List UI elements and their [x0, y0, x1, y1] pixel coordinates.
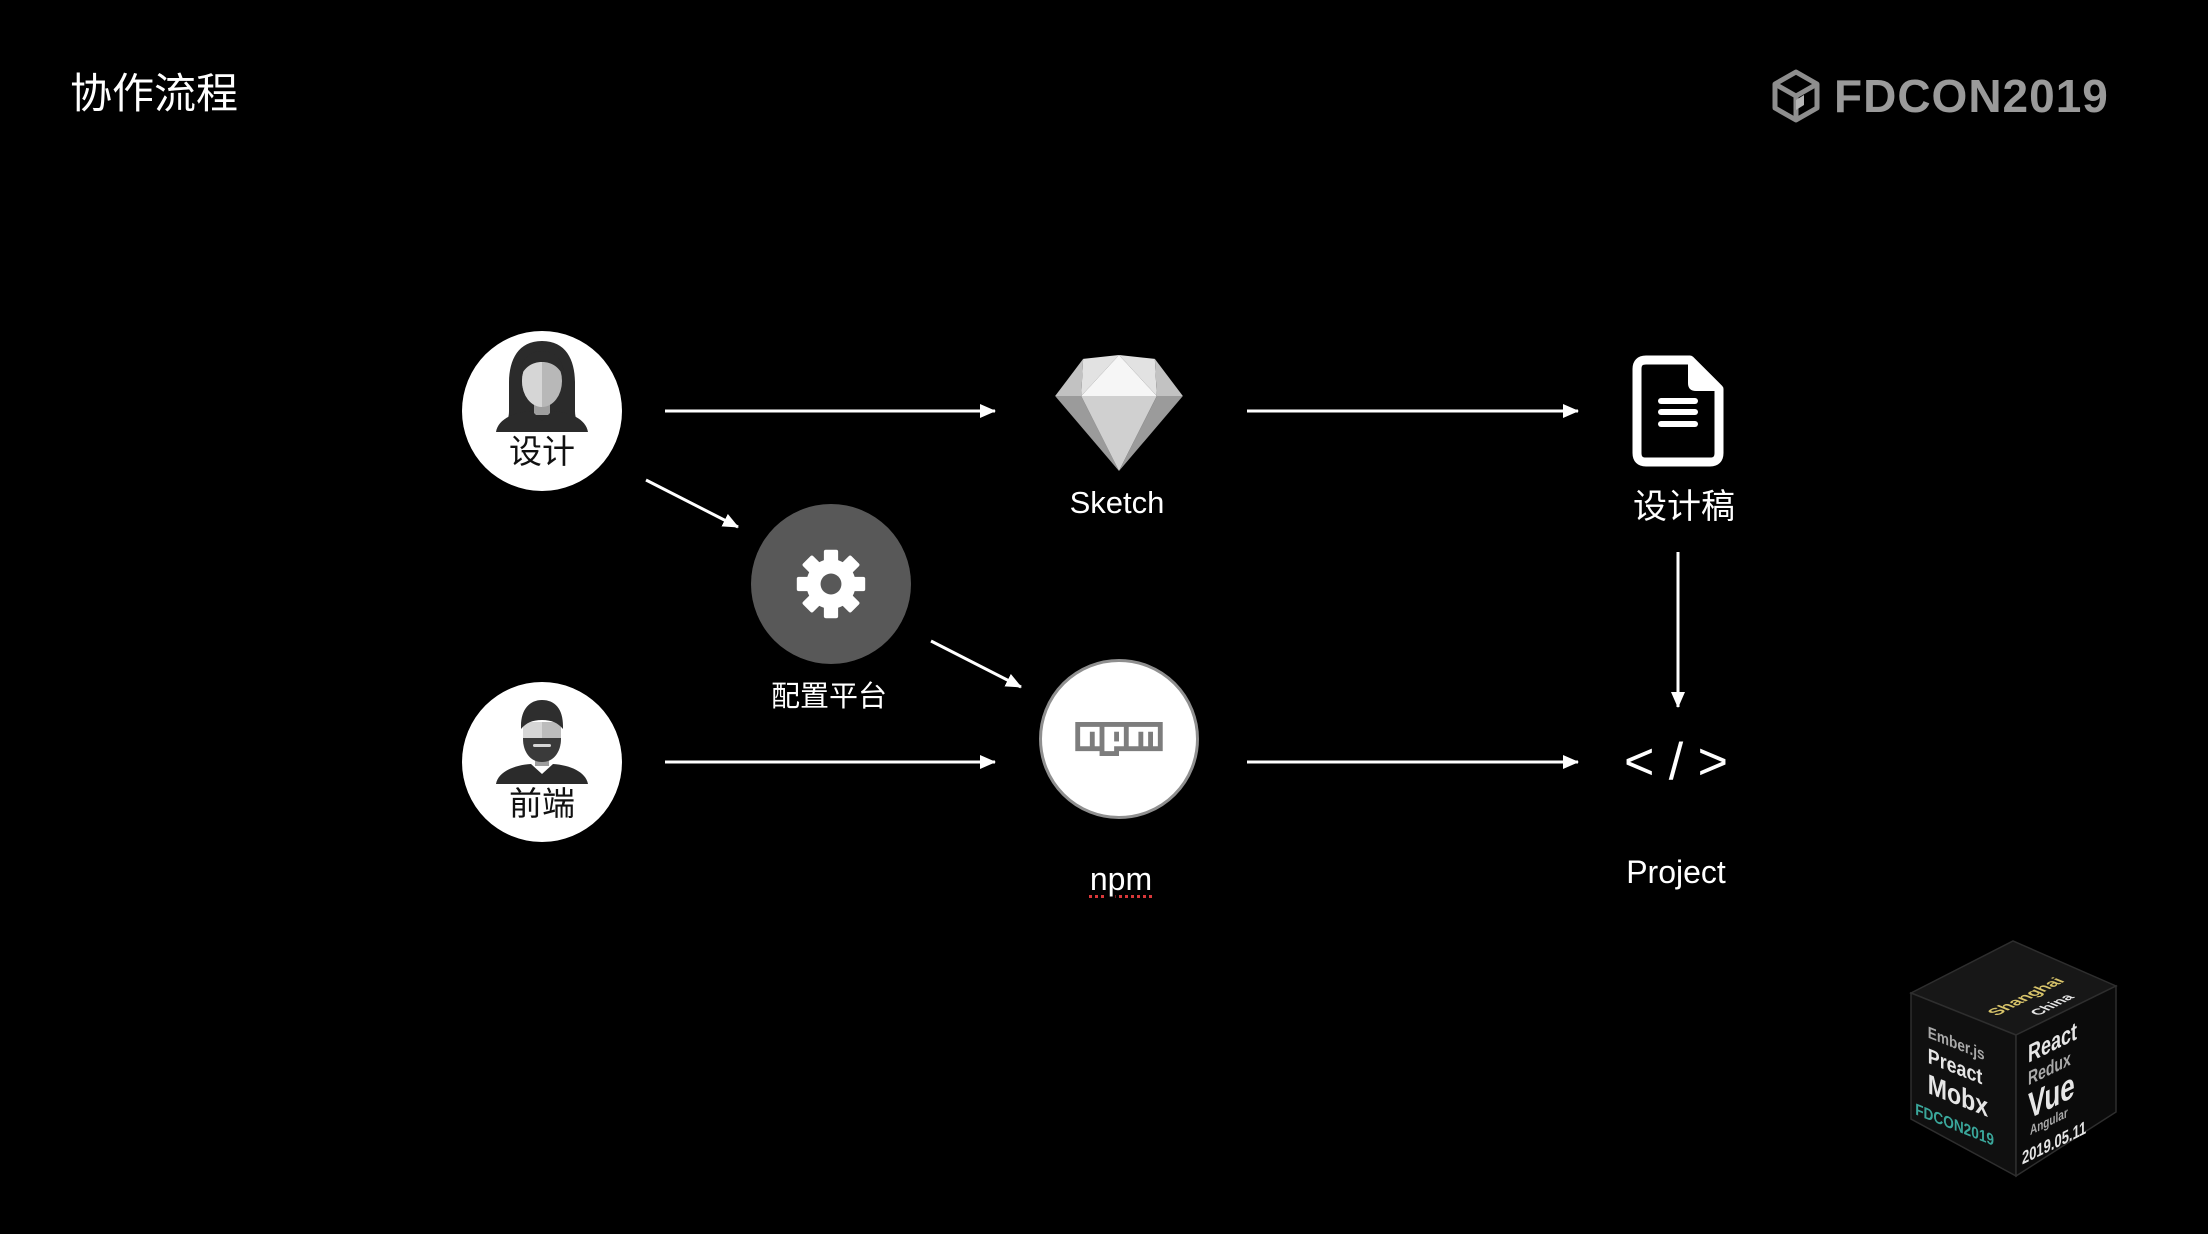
gear-icon — [793, 546, 869, 622]
project-label: Project — [1576, 854, 1776, 890]
npm-label: npm — [1021, 860, 1221, 898]
arrow-config-platform-to-npm — [931, 641, 1021, 687]
frontend-node: 前端 — [462, 682, 622, 842]
npm-logo-icon — [1075, 722, 1163, 756]
designer-node: 设计 — [462, 331, 622, 491]
fdcon-brand-logo: FDCON2019 — [1772, 68, 2109, 124]
config-platform-label: 配置平台 — [729, 679, 929, 715]
document-icon — [1632, 355, 1724, 467]
fdcon-cube-badge: Shanghai China Ember.js Preact Mobx FDCO… — [1905, 935, 2125, 1185]
sketch-label: Sketch — [1017, 485, 1217, 521]
slide-title: 协作流程 — [70, 70, 238, 118]
fdcon-cube-logo-icon — [1772, 69, 1820, 123]
design-draft-label: 设计稿 — [1584, 487, 1784, 527]
brand-name: FDCON2019 — [1834, 68, 2109, 124]
arrow-designer-to-config-platform — [646, 480, 738, 527]
designer-label: 设计 — [462, 432, 622, 472]
sketch-diamond-icon — [1055, 355, 1183, 471]
npm-node — [1039, 659, 1199, 819]
code-brackets-icon: < / > — [1576, 731, 1776, 793]
config-platform-node — [751, 504, 911, 664]
frontend-label: 前端 — [462, 784, 622, 824]
